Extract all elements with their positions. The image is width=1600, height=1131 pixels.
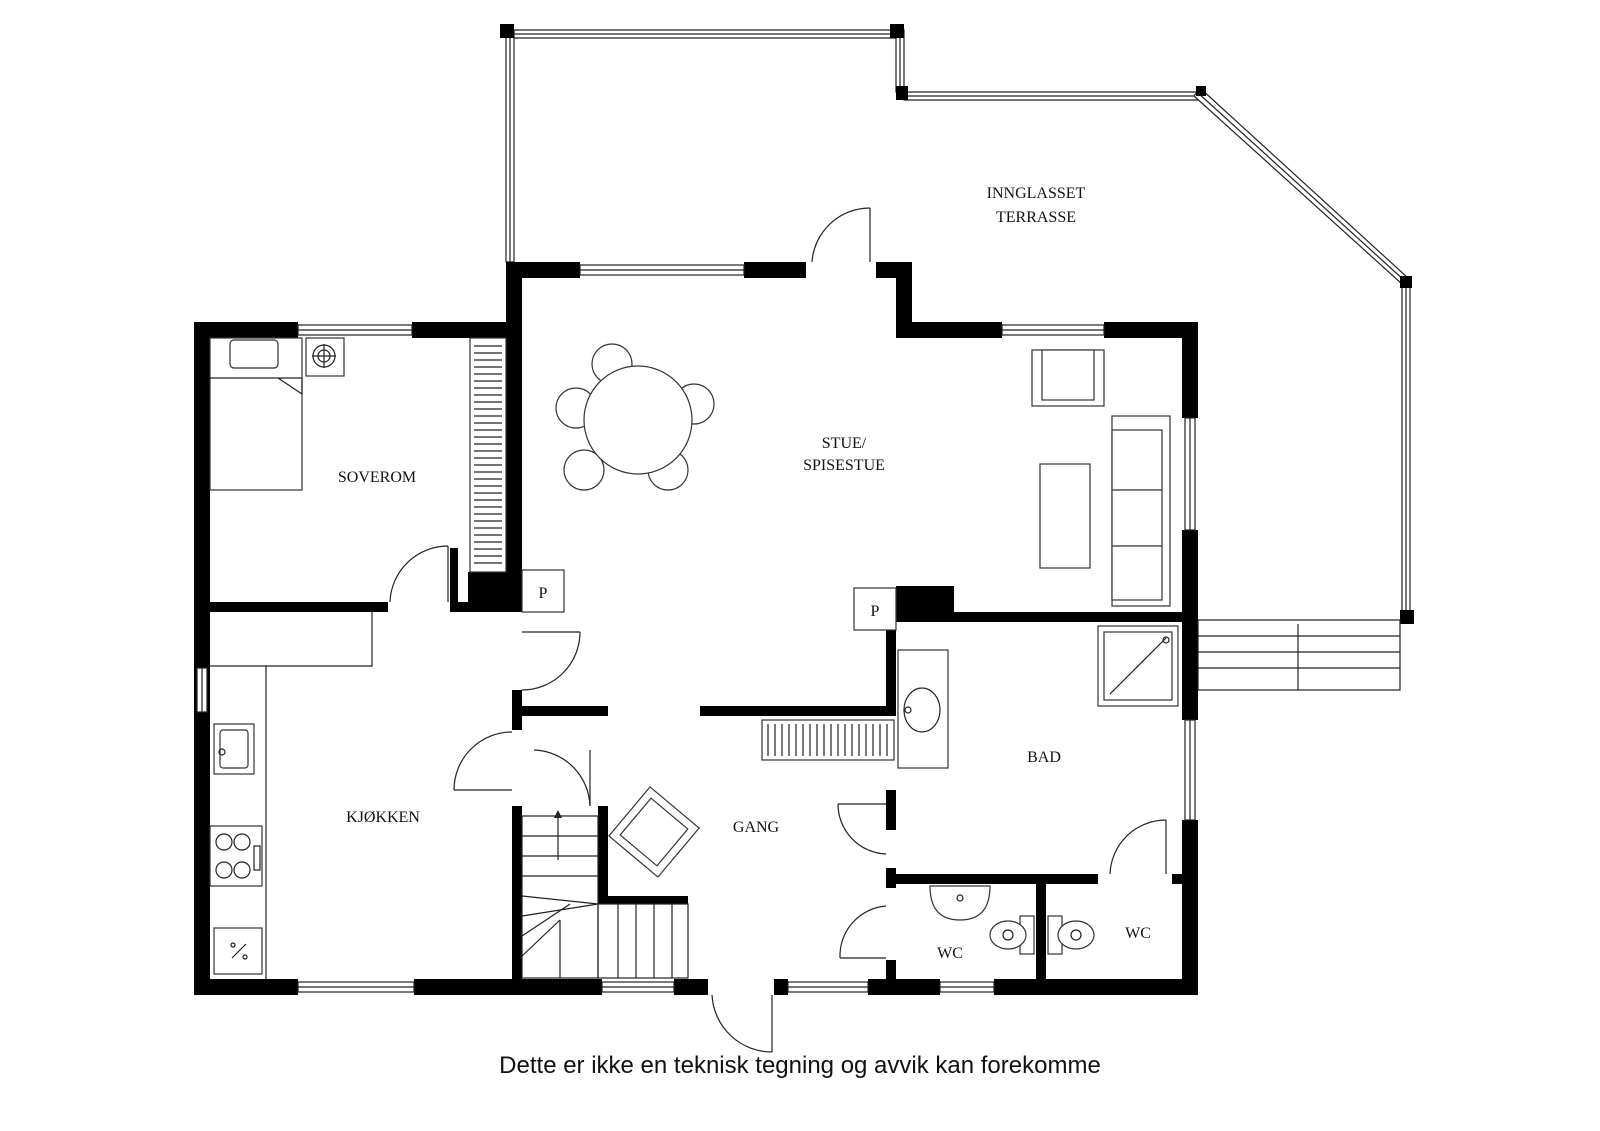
coffee-table — [1039, 463, 1091, 569]
toilet-right-icon — [1047, 915, 1095, 955]
living-label-line2: SPISESTUE — [803, 457, 885, 474]
exterior-windows — [196, 264, 1196, 993]
terrace-steps — [1197, 619, 1401, 691]
sofa — [1111, 415, 1171, 607]
disclaimer-text: Dette er ikke en teknisk tegning og avvi… — [499, 1052, 1101, 1079]
hall-label: GANG — [733, 819, 780, 836]
kitchen-label: KJØKKEN — [346, 809, 420, 826]
doors — [389, 207, 1167, 1053]
parking-left-label: P — [539, 585, 548, 602]
fridge-icon — [213, 927, 263, 975]
bath-label: BAD — [1027, 749, 1061, 766]
armchair — [1031, 349, 1105, 407]
living-label-line1: STUE/ — [822, 435, 867, 452]
stove-icon — [209, 825, 263, 887]
interior-walls — [194, 338, 1198, 995]
hall-radiator — [761, 719, 895, 761]
bedroom-radiator-icon — [305, 337, 345, 377]
dining-table — [555, 343, 715, 491]
parking-marker-left — [521, 569, 565, 613]
glazed-terrace-outline — [500, 24, 1414, 624]
wc-left-label: WC — [937, 945, 963, 962]
parking-right-label: P — [871, 603, 880, 620]
kitchen-sink-icon — [213, 723, 255, 775]
shower-icon — [1097, 625, 1179, 707]
terrace-label-line2: TERRASSE — [996, 209, 1076, 226]
hall-chair — [608, 786, 700, 878]
toilet-left-icon — [989, 915, 1035, 955]
staircase — [521, 810, 689, 979]
wc-right-label: WC — [1125, 925, 1151, 942]
bed — [209, 337, 303, 491]
parking-marker-right — [853, 587, 897, 631]
bedroom-label: SOVEROM — [338, 469, 416, 486]
kitchen-counter — [210, 612, 373, 980]
terrace-label-line1: INNGLASSET — [987, 185, 1086, 202]
wc-sink-icon — [929, 885, 991, 921]
bath-sink-icon — [897, 649, 949, 769]
wardrobe — [469, 337, 507, 573]
